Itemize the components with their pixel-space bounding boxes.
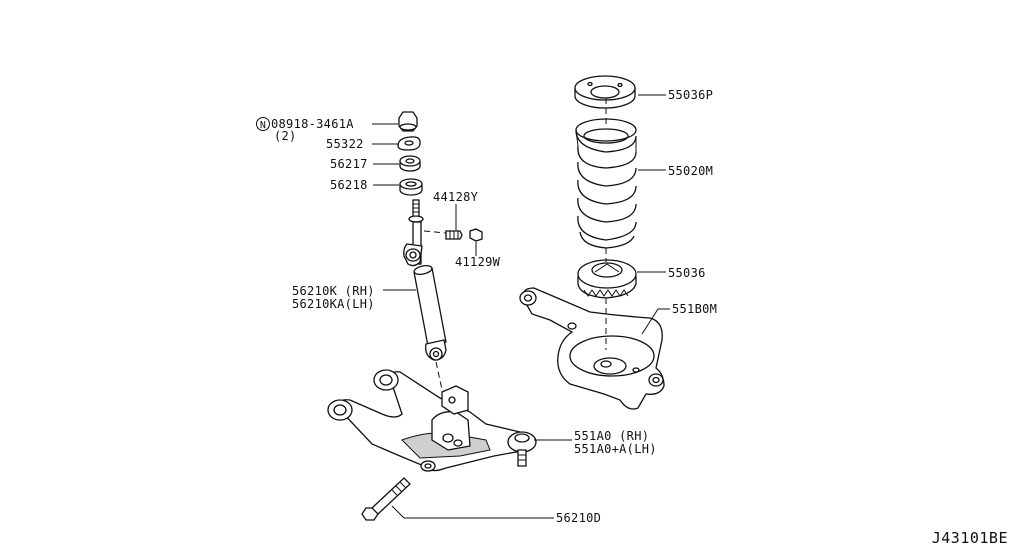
bolt-44128Y-part (445, 230, 463, 240)
lower-arm-551A0-part (327, 369, 537, 472)
bushing-56218-part (399, 178, 423, 196)
bushing-56217-part (399, 155, 421, 172)
nut-41129W-part (469, 228, 483, 242)
label-41129W: 41129W (455, 255, 501, 269)
bolt-56210D-part (361, 477, 411, 521)
washer-55322-part (397, 136, 421, 151)
label-551A0: 551A0 (RH) (574, 429, 649, 443)
nut-part (398, 111, 418, 132)
spring-seat-55036P-part (574, 75, 636, 109)
upper-link-551B0M-part (519, 287, 665, 410)
label-56210K: 56210K (RH) (292, 284, 375, 298)
label-55036: 55036 (668, 266, 706, 280)
label-44128Y: 44128Y (433, 190, 479, 204)
diagram-reference-code: J43101BE (932, 529, 1008, 547)
shock-mount-dash (435, 361, 447, 409)
label-56210D: 56210D (556, 511, 601, 525)
label-55020M: 55020M (668, 164, 713, 178)
bolt-axis-dash (423, 230, 447, 234)
spring-seat-55036-part (577, 259, 637, 299)
nut-callout: N 08918-3461A (2) (256, 117, 354, 143)
label-551B0M: 551B0M (672, 302, 717, 316)
shock-absorber-part (403, 199, 447, 361)
label-56217: 56217 (330, 157, 368, 171)
nut-prefix-label: N (260, 120, 266, 131)
label-55322: 55322 (326, 137, 364, 151)
coil-spring-55020M-part (575, 118, 637, 249)
label-56210KA: 56210KA(LH) (292, 297, 375, 311)
label-08918-3461A: 08918-3461A (271, 117, 354, 131)
label-55036P: 55036P (668, 88, 713, 102)
leader-lines (372, 94, 670, 519)
label-551A0A: 551A0+A(LH) (574, 442, 657, 456)
label-56218: 56218 (330, 178, 368, 192)
label-nut-qty: (2) (274, 129, 297, 143)
